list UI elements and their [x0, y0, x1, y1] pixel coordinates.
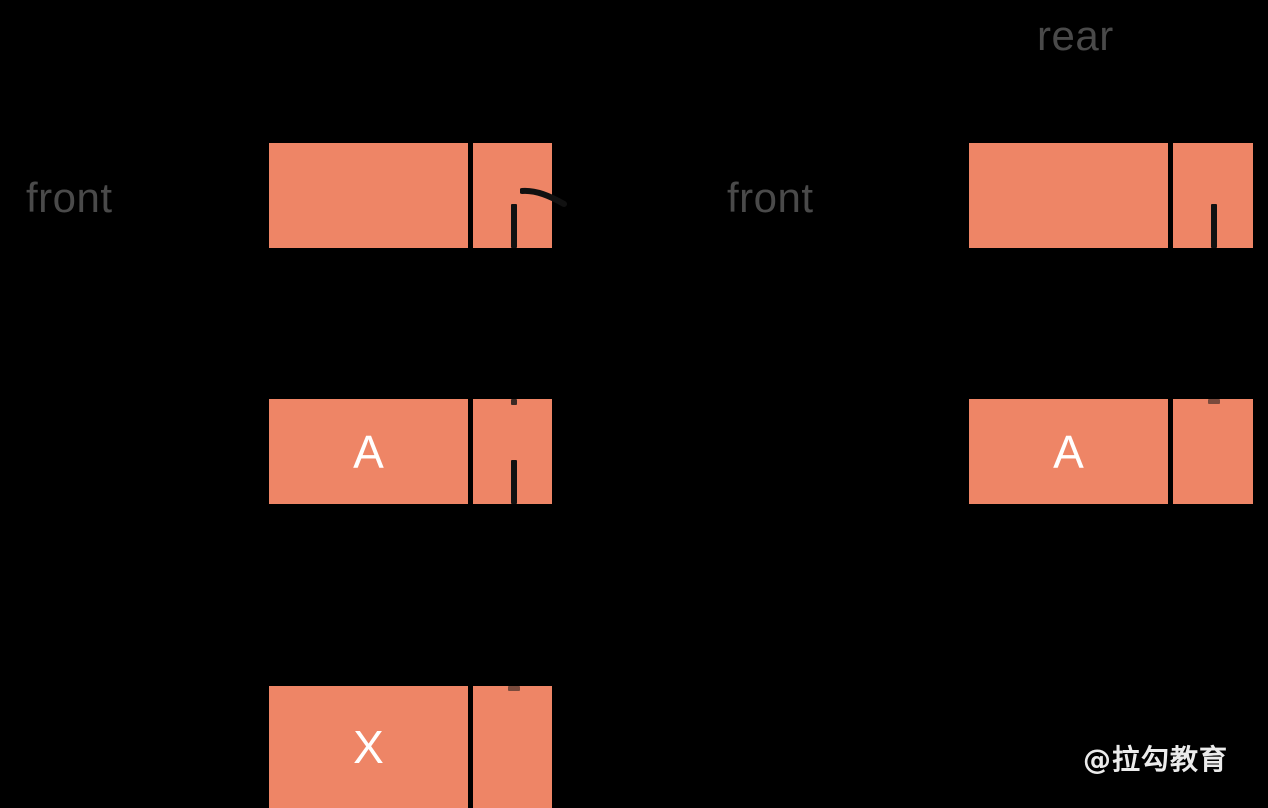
left-row-1-big-cell[interactable]: [269, 143, 468, 248]
right-row-2-big-cell-label: A: [1053, 425, 1084, 478]
left-row-3-small-cell[interactable]: [473, 686, 552, 808]
watermark: @拉勾教育: [1082, 743, 1228, 776]
left-row-3-big-cell-label: X: [353, 721, 384, 773]
left-row-2-big-cell[interactable]: A: [269, 399, 468, 504]
right-row-2-big-cell[interactable]: A: [969, 399, 1168, 504]
left-row-3-big-cell[interactable]: X: [269, 686, 468, 808]
right-row-1-pointer-tick: [1211, 204, 1217, 248]
right-row-1-big-cell[interactable]: [969, 143, 1168, 248]
left-row-2-pointer-tick-top: [511, 399, 517, 405]
left-row-2-big-cell-label: A: [353, 425, 384, 478]
left-row-1-pointer-tick: [511, 204, 517, 248]
label-front-left: front: [26, 174, 113, 221]
left-row-2-pointer-tick: [511, 460, 517, 504]
left-row-3-pointer-tick-top: [508, 686, 520, 691]
right-row-2-small-cell[interactable]: [1173, 399, 1253, 504]
right-row-2-pointer-tick-top: [1208, 399, 1220, 404]
label-front-right: front: [727, 174, 814, 221]
label-rear-right: rear: [1037, 12, 1114, 59]
